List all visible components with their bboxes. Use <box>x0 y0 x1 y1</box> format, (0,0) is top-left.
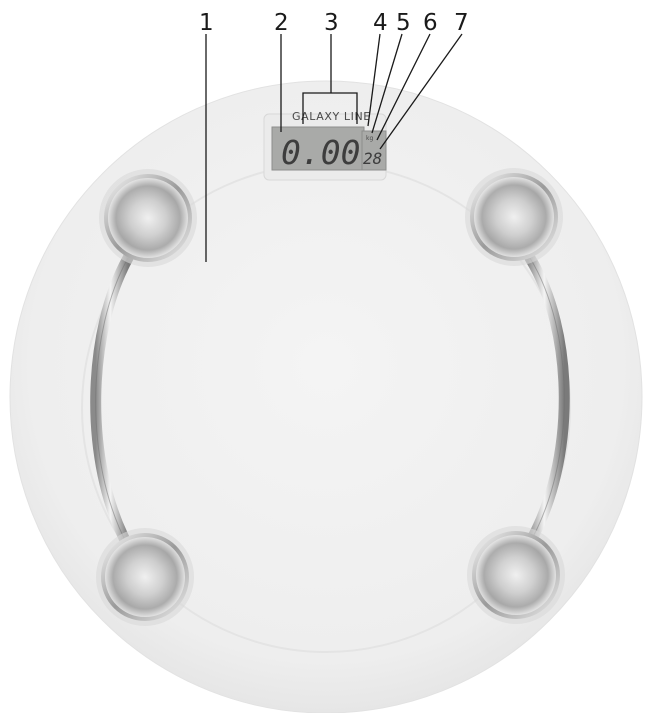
leader-line-7 <box>379 33 463 150</box>
foot-bottom-left <box>96 528 194 626</box>
foot-top-right <box>465 168 563 266</box>
leader-line-4 <box>367 33 381 127</box>
lcd-small-window <box>361 130 387 171</box>
callout-6: 6 <box>423 10 438 36</box>
callout-3: 3 <box>324 10 339 36</box>
leader-lines <box>205 33 463 262</box>
lcd-display <box>271 126 365 171</box>
brand-label: GALAXY LINE <box>292 110 371 123</box>
leader-line-3-bracket <box>302 92 358 124</box>
callout-7: 7 <box>454 10 469 36</box>
leader-line-6 <box>376 33 431 141</box>
lcd-weight-readout: 0.00 <box>281 133 360 172</box>
left-support-bar-highlight <box>95 257 129 547</box>
foot-bottom-right <box>467 526 565 624</box>
callout-1: 1 <box>199 10 214 36</box>
lcd-small-readout: 28 <box>363 149 382 168</box>
leader-line-5 <box>371 33 403 134</box>
lcd-unit-label: kg <box>366 135 373 142</box>
right-support-bar-highlight <box>527 257 565 547</box>
callout-2: 2 <box>274 10 289 36</box>
foot-top-left <box>99 169 197 267</box>
callout-5: 5 <box>396 10 411 36</box>
callout-4: 4 <box>373 10 388 36</box>
